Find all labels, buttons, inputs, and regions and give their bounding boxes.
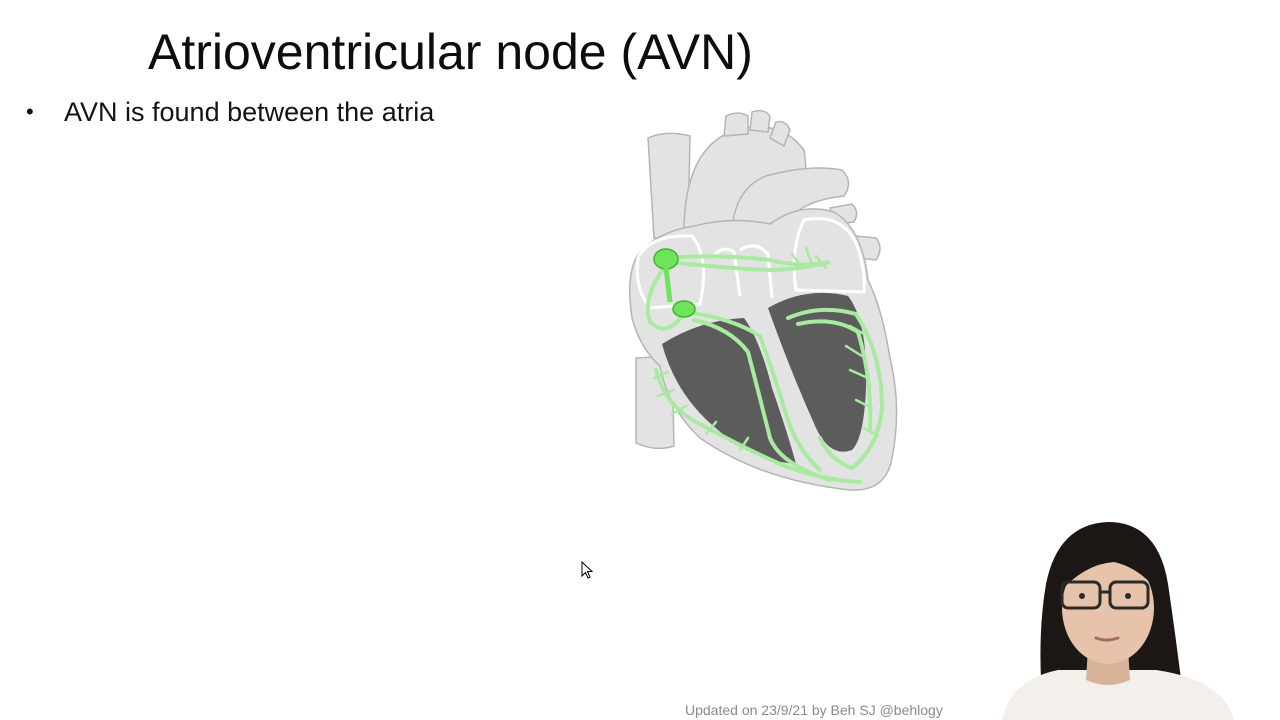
footer-credit: Updated on 23/9/21 by Beh SJ @behlogy [685, 702, 943, 718]
bullet-item: • AVN is found between the atria [26, 92, 434, 132]
bullet-dot-icon: • [26, 99, 34, 124]
internodal-tract [663, 267, 673, 303]
purkinje-fibers [652, 246, 880, 452]
conduction-pathways [645, 254, 885, 484]
mouse-cursor-icon [581, 561, 594, 579]
left-ventricle-cavity [768, 292, 867, 452]
slide-title: Atrioventricular node (AVN) [148, 24, 753, 80]
right-ventricle-cavity [662, 318, 796, 464]
heart-conduction-diagram [629, 109, 898, 491]
presenter-webcam [996, 512, 1246, 720]
bullet-list: • AVN is found between the atria [26, 92, 434, 132]
bullet-text: AVN is found between the atria [64, 96, 435, 127]
sa-node [653, 248, 679, 270]
av-node [672, 300, 696, 318]
